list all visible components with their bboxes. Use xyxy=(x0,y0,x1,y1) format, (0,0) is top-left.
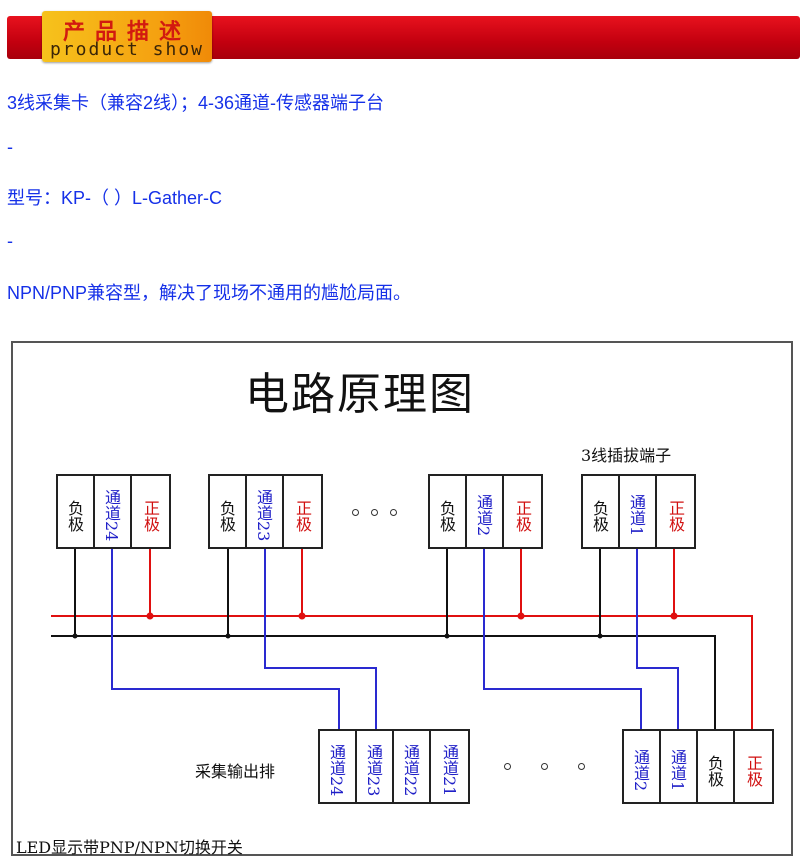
terminal-positive: 正极 xyxy=(141,499,160,532)
terminal-channel: 通道24 xyxy=(95,476,132,547)
positive-bus xyxy=(51,615,753,731)
channel-1-wire xyxy=(636,548,679,731)
output-channel: 通道24 xyxy=(320,731,357,802)
terminal-channel: 通道23 xyxy=(247,476,284,547)
channel-24-wire xyxy=(111,548,340,731)
footer-label: LED显示带PNP/NPN切换开关 xyxy=(16,838,243,857)
terminal-negative: 负极 xyxy=(430,476,467,547)
output-channel: 通道22 xyxy=(394,731,431,802)
ellipsis-dot xyxy=(578,763,585,770)
section-title-cn: 产品描述 xyxy=(62,20,191,45)
channel-23-wire xyxy=(264,548,377,731)
terminal-group-24: 负极 通道24 正极 xyxy=(56,474,171,549)
terminal-channel: 通道2 xyxy=(467,476,504,547)
ellipsis-dot xyxy=(504,763,511,770)
output-label: 采集输出排 xyxy=(195,762,276,781)
ellipsis-dot xyxy=(390,509,397,516)
junction xyxy=(146,612,154,620)
terminal-positive: 正极 xyxy=(666,499,685,532)
output-channel: 通道21 xyxy=(440,744,459,797)
terminal-channel: 通道1 xyxy=(620,476,657,547)
feature-text: NPN/PNP兼容型，解决了现场不通用的尴尬局面。 xyxy=(7,283,412,303)
ellipsis-dot xyxy=(352,509,359,516)
terminal-group-2: 负极 通道2 正极 xyxy=(428,474,543,549)
junction xyxy=(444,633,450,639)
output-channel: 通道1 xyxy=(661,731,698,802)
junction xyxy=(298,612,306,620)
separator: - xyxy=(7,137,13,157)
circuit-diagram-frame xyxy=(11,341,793,856)
junction xyxy=(72,633,78,639)
terminal-negative: 负极 xyxy=(583,476,620,547)
terminal-label: 3线插拔端子 xyxy=(581,446,672,465)
output-row-left: 通道24 通道23 通道22 通道21 xyxy=(318,729,470,804)
terminal-negative: 负极 xyxy=(210,476,247,547)
separator: - xyxy=(7,231,13,251)
terminal-group-23: 负极 通道23 正极 xyxy=(208,474,323,549)
junction xyxy=(517,612,525,620)
terminal-group-1: 负极 通道1 正极 xyxy=(581,474,696,549)
channel-2-wire xyxy=(483,548,642,731)
terminal-positive: 正极 xyxy=(293,499,312,532)
junction xyxy=(597,633,603,639)
ellipsis-dot xyxy=(371,509,378,516)
output-channel: 通道2 xyxy=(624,731,661,802)
negative-bus xyxy=(51,635,716,731)
ellipsis-dot xyxy=(541,763,548,770)
section-title-en: product show xyxy=(49,39,205,60)
output-channel: 通道23 xyxy=(357,731,394,802)
diagram-title: 电路原理图 xyxy=(245,369,475,420)
section-tag: 产品描述 product show xyxy=(42,11,212,62)
terminal-negative: 负极 xyxy=(58,476,95,547)
model-number: 型号：KP-（ ）L-Gather-C xyxy=(7,188,223,208)
output-positive: 正极 xyxy=(744,754,763,787)
junction xyxy=(670,612,678,620)
terminal-positive: 正极 xyxy=(513,499,532,532)
output-negative: 负极 xyxy=(698,731,735,802)
junction xyxy=(225,633,231,639)
output-row-right: 通道2 通道1 负极 正极 xyxy=(622,729,774,804)
product-name: 3线采集卡（兼容2线）；4-36通道-传感器端子台 xyxy=(7,93,385,113)
